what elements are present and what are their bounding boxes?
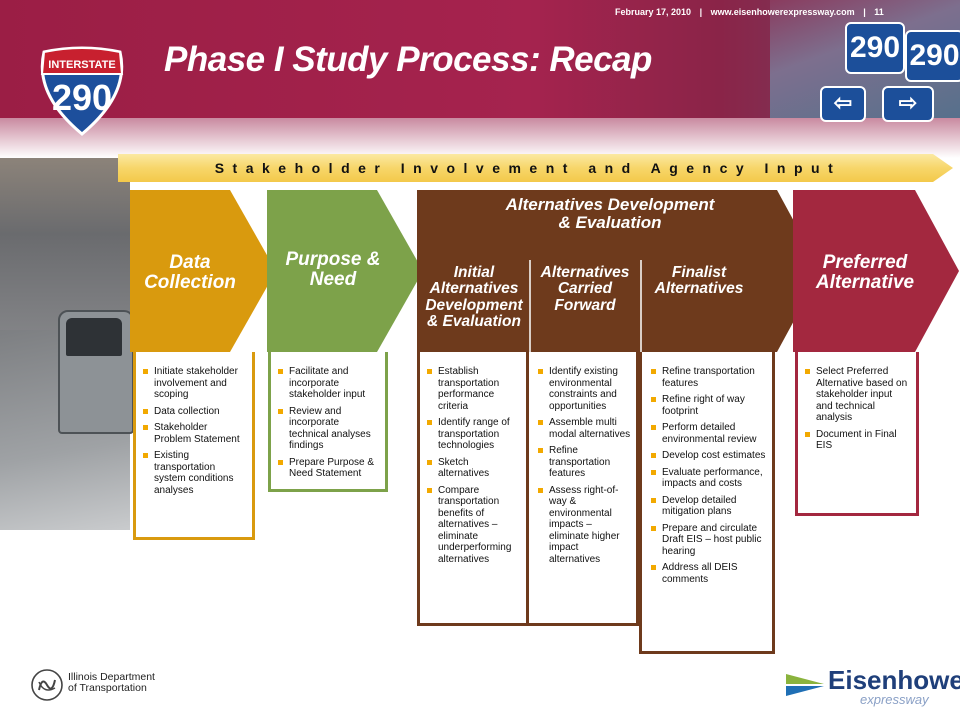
purpose-need-title: Purpose & Need [285, 249, 381, 290]
list-item: Assess right-of-way & environmental impa… [537, 485, 632, 566]
carried-forward-panel: Identify existing environmental constrai… [529, 352, 639, 626]
data-collection-arrow [130, 190, 276, 352]
car-window-image [66, 318, 122, 356]
finalist-alternatives-title: Finalist Alternatives [654, 264, 744, 298]
list-item: Develop detailed mitigation plans [650, 495, 768, 518]
data-collection-title: Data Collection [144, 252, 236, 293]
list-item: Document in Final EIS [804, 429, 910, 452]
initial-alternatives-title: Initial Alternatives Development & Evalu… [425, 264, 523, 330]
header-separator: | [699, 7, 703, 17]
list-item: Stakeholder Problem Statement [142, 422, 246, 445]
idot-name: Illinois Department of Transportation [68, 672, 155, 694]
initial-alternatives-panel: Establish transportation performance cri… [417, 352, 529, 626]
idot-line1: Illinois Department [68, 671, 155, 683]
list-item: Sketch alternatives [426, 457, 522, 480]
right-arrow-sign: ⇨ [882, 86, 934, 122]
list-item: Select Preferred Alternative based on st… [804, 366, 910, 424]
idot-logo-icon [31, 669, 63, 701]
eisenhower-logo-icon [786, 674, 824, 696]
list-item: Refine right of way footprint [650, 394, 768, 417]
list-item: Existing transportation system condition… [142, 450, 246, 496]
alternatives-arrow [417, 190, 821, 352]
eisenhower-logo-text: Eisenhower [828, 665, 960, 695]
list-item: Identify existing environmental constrai… [537, 366, 632, 412]
list-item: Assemble multi modal alternatives [537, 417, 632, 440]
list-item: Prepare and circulate Draft EIS – host p… [650, 523, 768, 558]
list-item: Address all DEIS comments [650, 562, 768, 585]
list-item: Develop cost estimates [650, 450, 768, 462]
interstate-sign: 290 [905, 30, 960, 82]
interstate-sign: 290 [845, 22, 905, 74]
list-item: Refine transportation features [650, 366, 768, 389]
interstate-shield-icon: INTERSTATE 290 [40, 46, 124, 136]
alternatives-title: Alternatives Development & Evaluation [430, 196, 790, 232]
alternatives-title-line2: & Evaluation [558, 212, 662, 232]
finalist-alternatives-panel: Refine transportation features Refine ri… [639, 352, 775, 654]
list-item: Review and incorporate technical analyse… [277, 406, 379, 452]
header-separator: | [863, 7, 866, 17]
list-item: Establish transportation performance cri… [426, 366, 522, 412]
purpose-need-panel: Facilitate and incorporate stakeholder i… [268, 352, 388, 492]
preferred-alternative-arrow [793, 190, 959, 352]
shield-number: 290 [52, 77, 112, 118]
list-item: Identify range of transportation technol… [426, 417, 522, 452]
purpose-need-arrow [267, 190, 423, 352]
header-url[interactable]: www.eisenhowerexpressway.com [710, 7, 855, 17]
list-item: Initiate stakeholder involvement and sco… [142, 366, 246, 401]
list-item: Facilitate and incorporate stakeholder i… [277, 366, 379, 401]
stakeholder-banner-text: Stakeholder Involvement and Agency Input [214, 160, 842, 176]
list-item: Data collection [142, 406, 246, 418]
eisenhower-logo-subtext: expressway [860, 692, 929, 707]
alternatives-title-line1: Alternatives Development [505, 195, 715, 214]
page-title: Phase I Study Process: Recap [164, 40, 652, 79]
header-date: February 17, 2010 [615, 7, 692, 17]
stakeholder-banner [118, 154, 953, 182]
list-item: Evaluate performance, impacts and costs [650, 467, 768, 490]
idot-line2: of Transportation [68, 682, 147, 694]
header-fade [0, 118, 960, 158]
page-number: 11 [874, 7, 884, 17]
carried-forward-title: Alternatives Carried Forward [540, 264, 630, 314]
left-arrow-sign: ⇦ [820, 86, 866, 122]
list-item: Compare transportation benefits of alter… [426, 485, 522, 566]
shield-label: INTERSTATE [48, 59, 115, 71]
list-item: Prepare Purpose & Need Statement [277, 457, 379, 480]
data-collection-panel: Initiate stakeholder involvement and sco… [133, 352, 255, 540]
preferred-alternative-panel: Select Preferred Alternative based on st… [795, 352, 919, 516]
list-item: Refine transportation features [537, 445, 632, 480]
header-info: February 17, 2010 | www.eisenhowerexpres… [615, 7, 890, 17]
list-item: Perform detailed environmental review [650, 422, 768, 445]
preferred-alternative-title: Preferred Alternative [815, 252, 915, 293]
